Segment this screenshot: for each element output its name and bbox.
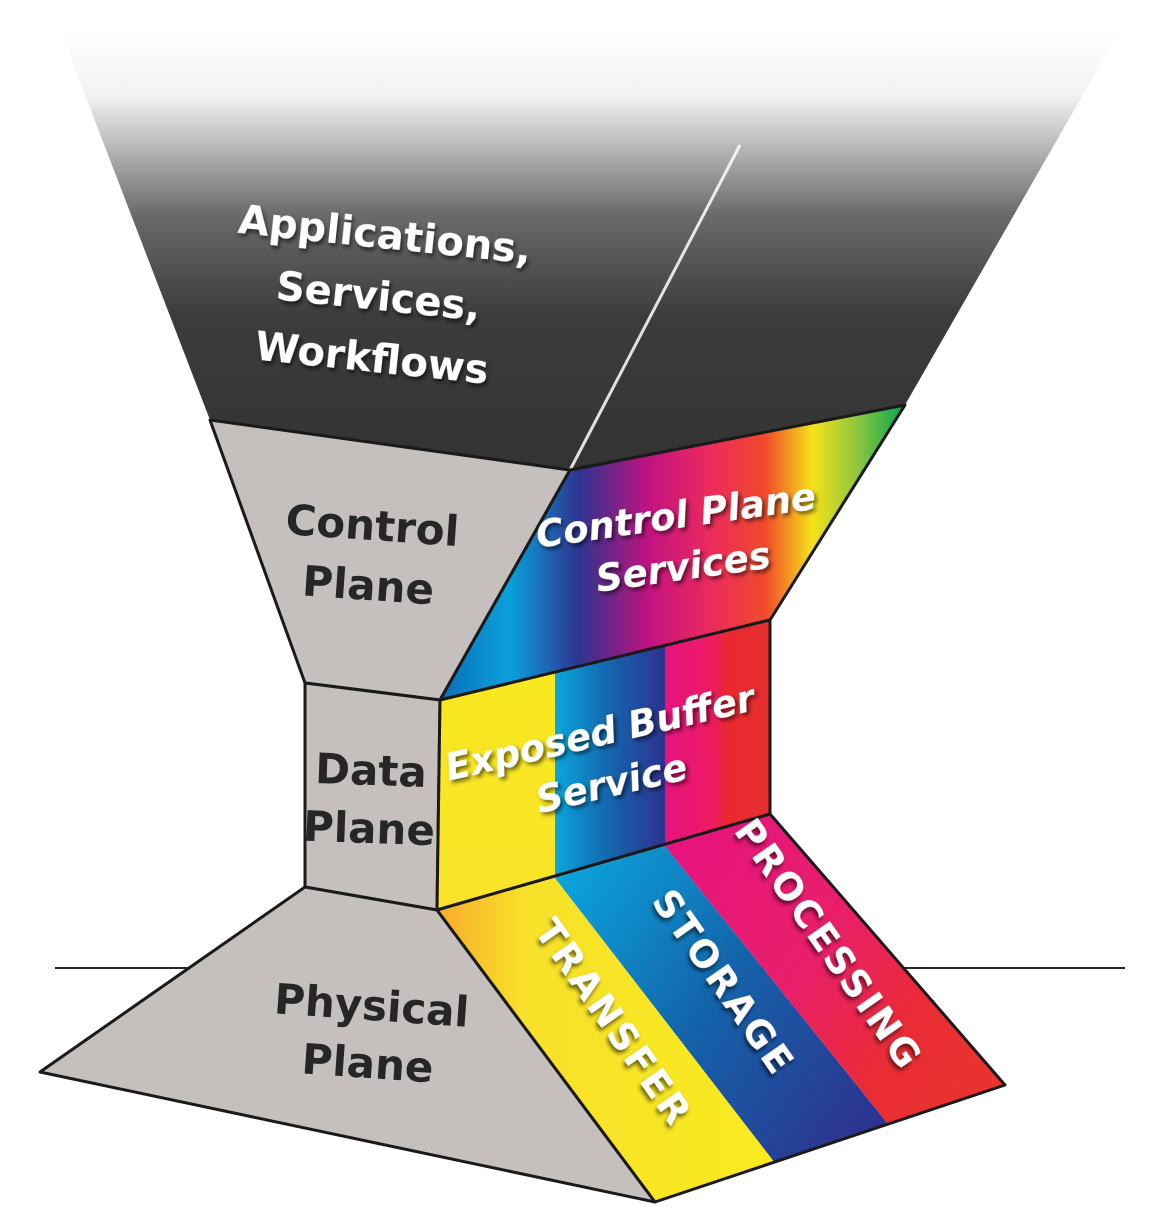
control-plane-label-line-2: Plane [301,556,436,614]
data-plane-label-line-2: Plane [302,802,436,856]
control-plane-label-line-1: Control [284,495,461,556]
applications-layer [60,30,1120,470]
processing-band [665,814,1005,1124]
transfer-band [437,878,775,1202]
buffer-magenta-red-band [665,620,770,846]
storage-band [555,846,888,1163]
buffer-blue-band [555,645,665,878]
buffer-yellow-band [437,672,555,910]
data-plane-label: Data Plane [302,744,436,856]
data-plane-label-line-1: Data [314,744,427,797]
physical-plane-label-line-2: Plane [300,1034,435,1092]
physical-plane-label: Physical Plane [273,974,471,1092]
applications-fold-line [568,144,742,471]
resources-face-outline [435,812,1007,1204]
control-plane-label: Control Plane [284,495,461,614]
